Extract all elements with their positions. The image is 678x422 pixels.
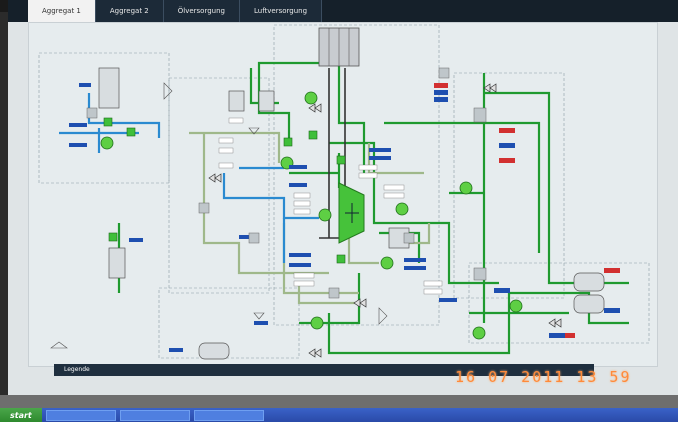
tab-aggregat-1[interactable]: Aggregat 1: [28, 0, 96, 22]
green-pipes: [117, 43, 629, 355]
compressor-unit: [338, 182, 365, 244]
heat-exchangers: [98, 67, 605, 360]
process-diagram-canvas: [28, 22, 658, 367]
value-indicators: [69, 83, 620, 352]
taskbar-item[interactable]: [193, 409, 264, 421]
process-diagram: [38, 24, 650, 360]
pumps: [100, 91, 523, 340]
legend-label: Legende: [64, 366, 90, 373]
legend-bar[interactable]: Legende: [54, 364, 594, 376]
windows-taskbar: start: [0, 408, 678, 422]
hmi-screen: Aggregat 1 Aggregat 2 Ölversorgung Luftv…: [8, 0, 678, 395]
vent-symbols: [50, 82, 388, 349]
value-fields: [218, 117, 443, 295]
start-button[interactable]: start: [0, 408, 42, 422]
blue-pipes: [59, 93, 319, 263]
filter-housing: [318, 27, 360, 67]
green-valve-blocks: [103, 117, 346, 264]
tab-luftversorgung[interactable]: Luftversorgung: [239, 0, 323, 22]
camera-date-stamp: 16 07 2011 13 59: [455, 368, 632, 386]
instrument-boxes: [86, 67, 487, 299]
tab-aggregat-2[interactable]: Aggregat 2: [95, 0, 164, 22]
taskbar-item[interactable]: [119, 409, 190, 421]
status-strip: [18, 393, 458, 405]
tab-bar: Aggregat 1 Aggregat 2 Ölversorgung Luftv…: [28, 0, 323, 22]
tab-oelversorgung[interactable]: Ölversorgung: [163, 0, 240, 22]
valves: [208, 83, 562, 358]
taskbar-item[interactable]: [45, 409, 116, 421]
